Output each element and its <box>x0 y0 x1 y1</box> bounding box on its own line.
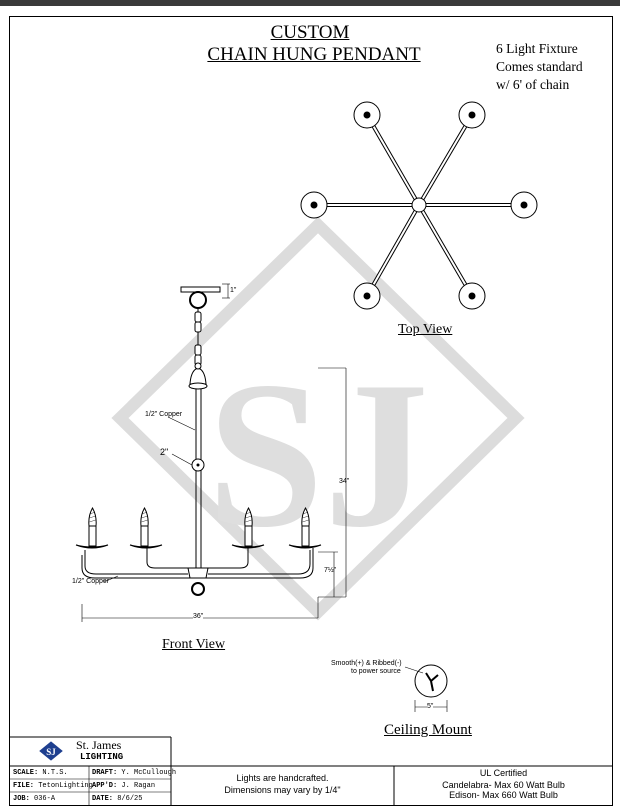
scale-field: SCALE: N.T.S. <box>13 769 68 777</box>
draft-label: DRAFT: <box>92 769 118 777</box>
app-field: APP'D: J. Ragan <box>92 782 155 790</box>
draft-value: Y. McCullough <box>121 769 177 777</box>
scale-value: N.T.S. <box>42 769 68 777</box>
fixture-note-2: Comes standard <box>496 59 583 74</box>
date-label: DATE: <box>92 795 114 803</box>
job-field: JOB: 036-A <box>13 795 55 803</box>
date-value: 8/6/25 <box>117 795 143 803</box>
svg-text:SJ: SJ <box>46 747 56 757</box>
arm-drop-dimension: 7½" <box>324 567 337 574</box>
canopy-dimension: 1" <box>230 287 237 294</box>
ceiling-note-1: Smooth(+) & Ribbed(-) <box>331 660 402 667</box>
job-label: JOB: <box>13 795 30 803</box>
drawing-border <box>9 16 613 806</box>
front-view-drawing <box>75 283 347 622</box>
dimension-variance-note: Dimensions may vary by 1/4" <box>224 785 341 795</box>
draft-field: DRAFT: Y. McCullough <box>92 769 176 777</box>
front-view-label: Front View <box>162 637 226 652</box>
mount-width-dimension: 5" <box>427 703 434 710</box>
job-value: 036-A <box>34 795 56 803</box>
company-logo: SJ <box>39 741 63 761</box>
window-top-bar <box>0 0 620 6</box>
copper-upper-label: 1/2" Copper <box>145 411 183 418</box>
app-label: APP'D: <box>92 782 118 790</box>
company-division: LIGHTING <box>80 752 124 762</box>
ceiling-note-2: to power source <box>351 668 401 675</box>
candelabra-bulb-spec: Candelabra- Max 60 Watt Bulb <box>442 780 565 790</box>
file-value: TetonLighting <box>38 782 93 790</box>
drawing-title-line1: CUSTOM <box>270 22 350 43</box>
fixture-note-1: 6 Light Fixture <box>496 41 578 56</box>
fixture-note-3: w/ 6' of chain <box>496 77 570 92</box>
title-block-grid <box>9 736 613 806</box>
top-view-label: Top View <box>398 322 453 337</box>
handcrafted-note: Lights are handcrafted. <box>236 773 329 783</box>
scale-label: SCALE: <box>13 769 39 777</box>
watermark-text: SJ <box>207 339 429 571</box>
copper-lower-label: 1/2" Copper <box>72 578 110 585</box>
ceiling-mount-drawing <box>404 664 448 712</box>
file-field: FILE: TetonLighting <box>13 782 93 790</box>
app-value: J. Ragan <box>121 782 156 790</box>
date-field: DATE: 8/6/25 <box>92 795 142 803</box>
ball-dimension: 2" <box>160 447 169 457</box>
ceiling-mount-label: Ceiling Mount <box>384 722 472 738</box>
drawing-title-line2: CHAIN HUNG PENDANT <box>207 44 421 65</box>
ul-certified: UL Certified <box>479 768 528 778</box>
edison-bulb-spec: Edison- Max 660 Watt Bulb <box>449 790 558 800</box>
top-view-drawing <box>300 101 538 310</box>
width-dimension: 36" <box>193 613 204 620</box>
company-name: St. James <box>76 738 122 752</box>
height-dimension: 34" <box>339 478 350 485</box>
file-label: FILE: <box>13 782 35 790</box>
